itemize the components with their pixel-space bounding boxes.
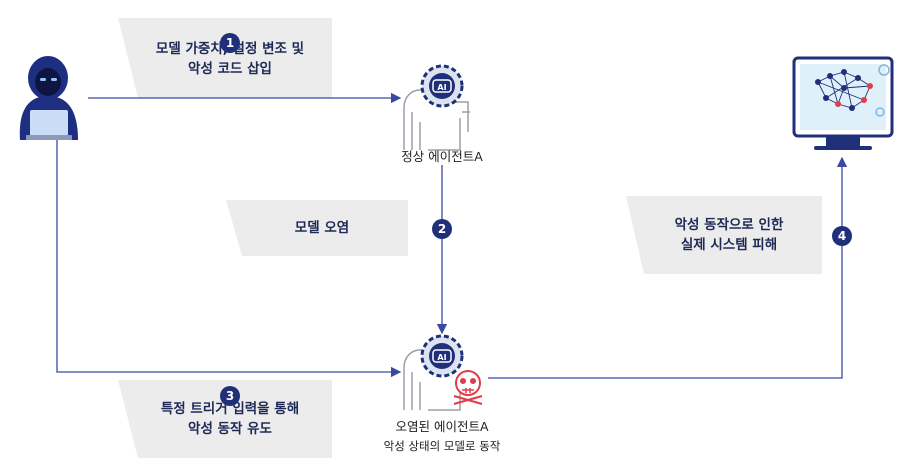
arrow-hacker-to-infected bbox=[56, 140, 402, 378]
monitor-network-icon bbox=[792, 56, 894, 150]
step4-text: 악성 동작으로 인한 실제 시스템 피해 bbox=[674, 217, 784, 253]
step2-box bbox=[226, 200, 408, 256]
ai-agent-infected-icon bbox=[403, 334, 464, 411]
step4-badge: 4 bbox=[832, 226, 852, 246]
step4-box bbox=[626, 196, 822, 274]
step1-box bbox=[118, 18, 332, 98]
ai-chip-text: AI bbox=[437, 83, 446, 92]
ai-chip-text-infected: AI bbox=[437, 353, 446, 362]
infected-agent-sublabel: 악성 상태의 모델로 동작 bbox=[383, 439, 501, 453]
step3-box bbox=[118, 380, 332, 458]
hacker-icon bbox=[19, 56, 78, 140]
step2-badge: 2 bbox=[432, 219, 452, 239]
step3-text: 특정 트리거 입력을 통해 악성 동작 유도 bbox=[160, 401, 300, 437]
skull-icon bbox=[453, 370, 483, 405]
ai-agent-icon bbox=[403, 64, 470, 151]
step3-badge: 3 bbox=[220, 386, 240, 406]
step2-text: 모델 오염 bbox=[294, 220, 350, 236]
infected-agent-label: 오염된 에이전트A bbox=[395, 419, 489, 434]
normal-agent-label: 정상 에이전트A bbox=[401, 149, 483, 164]
step1-badge: 1 bbox=[220, 33, 240, 53]
